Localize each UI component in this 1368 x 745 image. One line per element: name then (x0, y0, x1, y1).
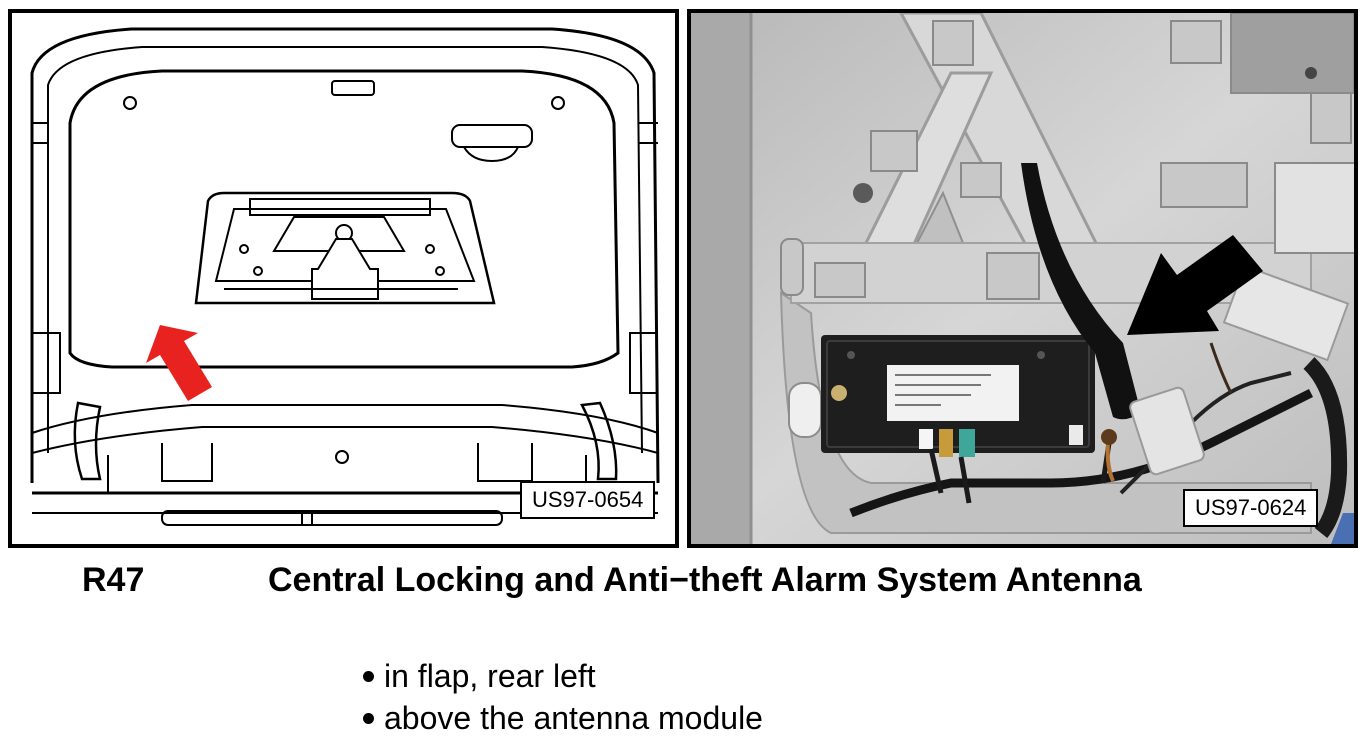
bullet-icon (363, 670, 374, 682)
figure-left-trunk-lid-drawing: US97-0654 (8, 9, 679, 548)
arrow-icon (1127, 235, 1263, 335)
component-title: Central Locking and Anti−theft Alarm Sys… (268, 561, 1142, 599)
list-item-text: above the antenna module (384, 700, 763, 736)
figure-right-antenna-photo: US97-0624 (687, 9, 1358, 548)
arrow-icon (146, 325, 212, 401)
figure-ref-left: US97-0654 (520, 481, 656, 519)
antenna-module-photo (691, 13, 1354, 544)
location-list: in flap, rear left above the antenna mod… (363, 655, 763, 739)
list-item: above the antenna module (363, 697, 763, 739)
trunk-lid-drawing (30, 27, 660, 526)
bullet-icon (363, 712, 374, 724)
component-code: R47 (82, 561, 145, 599)
list-item-text: in flap, rear left (384, 658, 596, 694)
figure-ref-right: US97-0624 (1183, 489, 1319, 527)
list-item: in flap, rear left (363, 655, 763, 697)
